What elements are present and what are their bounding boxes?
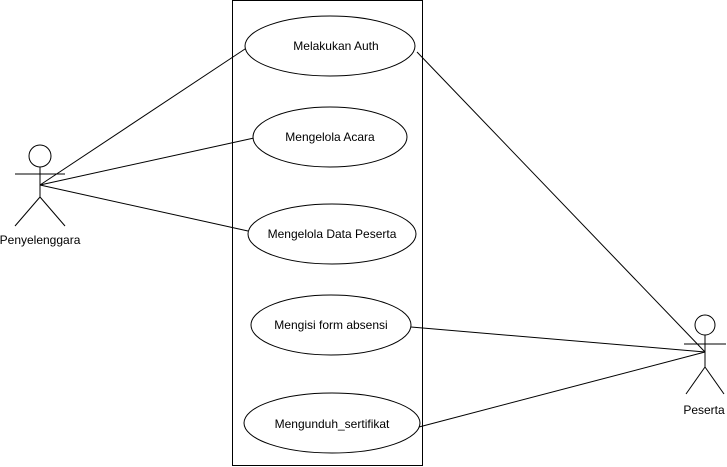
actor-participant-left-leg (685, 366, 706, 395)
use-case-auth-label: Melakukan Auth (293, 39, 378, 53)
association-organizer-auth (39, 46, 249, 186)
use-case-manage-event[interactable]: Mengelola Acara (252, 106, 408, 168)
association-participant-attendance (410, 326, 706, 353)
association-organizer-manage-event (39, 137, 255, 186)
use-case-fill-attendance[interactable]: Mengisi form absensi (250, 294, 412, 356)
use-case-manage-event-ellipse (252, 106, 408, 168)
actor-participant-head (694, 314, 716, 336)
association-participant-certificate (418, 351, 706, 428)
use-case-auth[interactable]: Melakukan Auth (244, 15, 416, 77)
use-case-manage-event-label: Mengelola Acara (285, 130, 375, 144)
actor-participant-right-leg (704, 366, 725, 395)
association-participant-auth (416, 51, 706, 353)
use-case-manage-participants-label: Mengelola Data Peserta (268, 227, 397, 241)
actor-organizer-head (28, 144, 52, 168)
use-case-manage-participants-ellipse (247, 203, 417, 265)
organizer-associations (39, 46, 255, 232)
use-case-auth-ellipse (244, 15, 416, 77)
use-case-manage-participants[interactable]: Mengelola Data Peserta (247, 203, 417, 265)
participant-associations (410, 51, 706, 428)
use-case-fill-attendance-label: Mengisi form absensi (274, 318, 387, 332)
actor-organizer-right-leg (39, 196, 66, 227)
use-case-fill-attendance-ellipse (250, 294, 412, 356)
actor-organizer-left-leg (14, 196, 41, 227)
actor-participant-label: Peserta (683, 403, 725, 417)
use-case-download-certificate-ellipse (243, 392, 421, 454)
association-organizer-manage-participants (39, 184, 249, 232)
use-case-download-certificate[interactable]: Mengunduh_sertifikat (243, 392, 421, 454)
actor-organizer[interactable] (14, 144, 66, 227)
actor-organizer-label: Penyelenggara (0, 233, 81, 247)
use-case-download-certificate-label: Mengunduh_sertifikat (275, 417, 390, 431)
actor-participant[interactable] (684, 314, 726, 395)
